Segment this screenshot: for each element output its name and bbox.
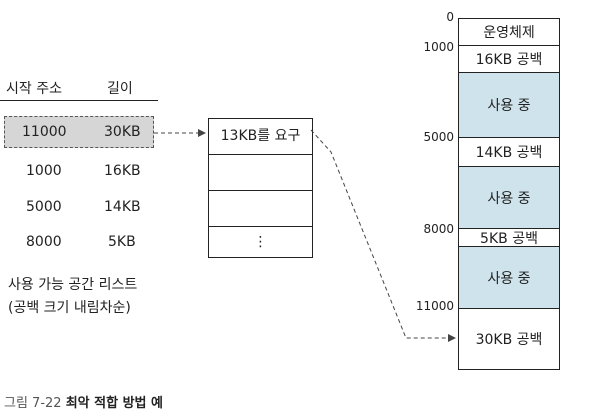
row-start-address: 8000 (26, 234, 62, 250)
free-list-label: 사용 가능 공간 리스트 (8, 277, 138, 293)
figure-title: 최악 적합 방법 예 (65, 396, 164, 411)
request-to-memory-arrow (310, 129, 456, 342)
header-divider (0, 100, 158, 101)
memory-block: 운영체제 16KB 공백 사용 중 14KB 공백 사용 중 5KB 공백 사용… (458, 18, 560, 370)
segment-used: 사용 중 (459, 73, 559, 138)
header-start-address: 시작 주소 (6, 81, 62, 97)
row-length: 5KB (108, 234, 136, 250)
row-length: 30KB (104, 124, 141, 140)
address-label: 1000 (423, 40, 454, 54)
segment-used: 사용 중 (459, 167, 559, 229)
queue-item (209, 191, 312, 227)
selected-row-highlight (4, 116, 154, 148)
row-length: 14KB (104, 199, 141, 215)
queue-ellipsis: ⋮ (253, 234, 268, 250)
segment-used: 사용 중 (459, 247, 559, 309)
queue-item (209, 155, 312, 191)
header-length: 길이 (107, 81, 133, 97)
segment-free: 30KB 공백 (475, 332, 543, 348)
row-start-address: 1000 (26, 163, 62, 179)
row-start-address: 11000 (22, 124, 67, 140)
segment-os: 운영체제 (459, 19, 559, 46)
address-label: 8000 (423, 222, 454, 236)
queue-item: 13KB를 요구 (209, 119, 312, 155)
segment-free: 5KB 공백 (459, 229, 559, 247)
segment-free: 16KB 공백 (459, 46, 559, 73)
figure-caption: 그림 7-22 최악 적합 방법 예 (4, 392, 163, 411)
request-queue: 13KB를 요구 ⋮ (208, 118, 313, 258)
segment-free: 14KB 공백 (459, 138, 559, 167)
address-label: 5000 (423, 130, 454, 144)
row-start-address: 5000 (26, 199, 62, 215)
free-list-sublabel: (공백 크기 내림차순) (8, 300, 131, 316)
figure-number: 그림 7-22 (4, 396, 62, 411)
address-label: 11000 (415, 299, 454, 313)
row-length: 16KB (104, 163, 141, 179)
address-label: 0 (446, 10, 454, 24)
